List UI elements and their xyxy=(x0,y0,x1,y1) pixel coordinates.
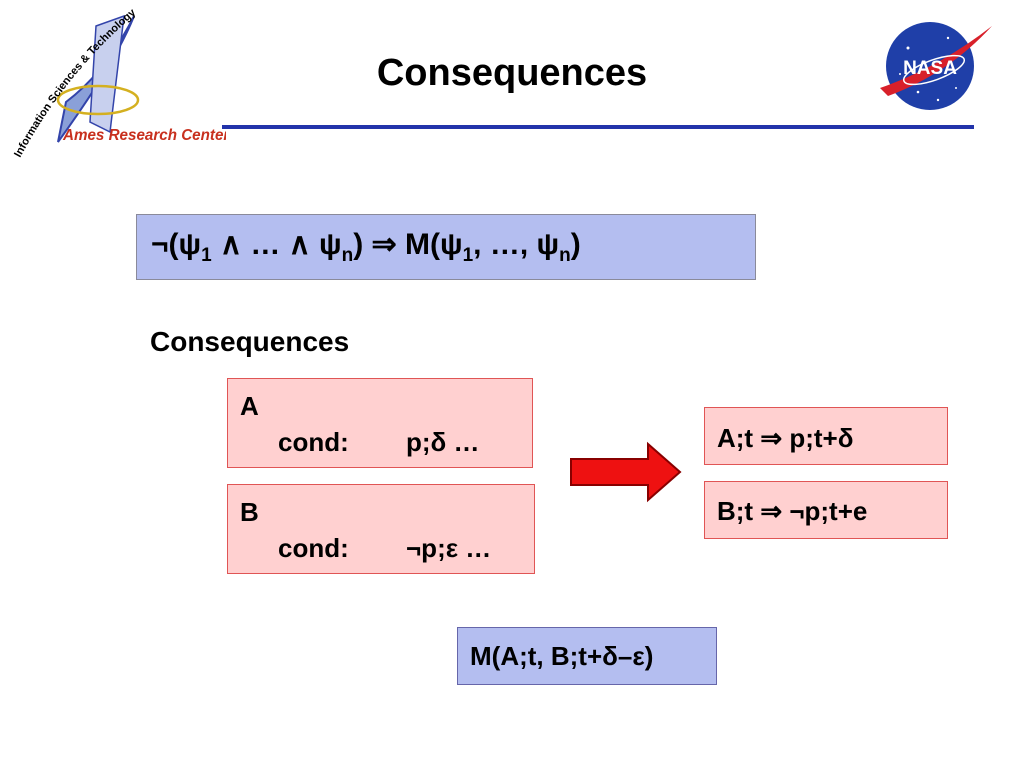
formula-m-sub-1: 1 xyxy=(462,245,474,266)
main-formula-box: ¬(ψ1 ∧ … ∧ ψn) ⇒ M(ψ1, …, ψn) xyxy=(136,214,756,280)
slide-title: Consequences xyxy=(376,52,648,94)
result-a-text: A;t ⇒ p;t+δ xyxy=(717,423,854,453)
ames-research-center-logo: Information Sciences & Technology Ames R… xyxy=(12,6,226,159)
action-a-box: A cond: p;δ … xyxy=(227,378,533,468)
result-a-box: A;t ⇒ p;t+δ xyxy=(704,407,948,465)
formula-close-implies: ) ⇒ M( xyxy=(353,228,440,261)
consequences-subheading: Consequences xyxy=(150,326,350,357)
logo-fin-shape xyxy=(89,14,125,134)
nasa-circle xyxy=(886,22,974,110)
merge-result-box: M(A;t, B;t+δ–ε) xyxy=(457,627,717,685)
action-a-cond-value: p;δ … xyxy=(406,427,480,457)
logo-center-text: Ames Research Center xyxy=(62,127,226,144)
action-a-label: A xyxy=(240,391,259,421)
nasa-text: NASA xyxy=(903,58,957,79)
action-a-cond-label: cond: xyxy=(278,427,349,457)
nasa-logo: NASA xyxy=(880,22,992,110)
formula-m-psi-n: ψ xyxy=(536,228,560,261)
merge-result-text: M(A;t, B;t+δ–ε) xyxy=(470,641,654,671)
result-b-box: B;t ⇒ ¬p;t+e xyxy=(704,481,948,539)
right-arrow-icon xyxy=(570,441,682,503)
action-b-cond-label: cond: xyxy=(278,533,349,563)
formula-m-psi-1: ψ xyxy=(439,228,463,261)
formula-psi-n: ψ xyxy=(318,228,342,261)
formula-sub-1: 1 xyxy=(201,245,212,266)
nasa-orbit xyxy=(902,54,966,86)
nasa-red-vector xyxy=(880,26,992,96)
title-divider xyxy=(222,125,974,129)
formula-neg-open: ¬( xyxy=(151,228,179,261)
formula-sub-n: n xyxy=(341,245,354,266)
formula-m-sub-n: n xyxy=(559,245,571,266)
formula-mid: , …, xyxy=(473,228,537,261)
action-b-box: B cond: ¬p;ε … xyxy=(227,484,535,574)
action-b-label: B xyxy=(240,497,259,527)
formula-end: ) xyxy=(570,228,581,261)
action-b-cond-value: ¬p;ε … xyxy=(406,533,492,563)
logo-orbit-ring xyxy=(56,84,140,116)
formula-and-dots: ∧ … ∧ xyxy=(211,228,319,261)
result-b-text: B;t ⇒ ¬p;t+e xyxy=(717,496,868,526)
formula-psi-1: ψ xyxy=(178,228,202,261)
